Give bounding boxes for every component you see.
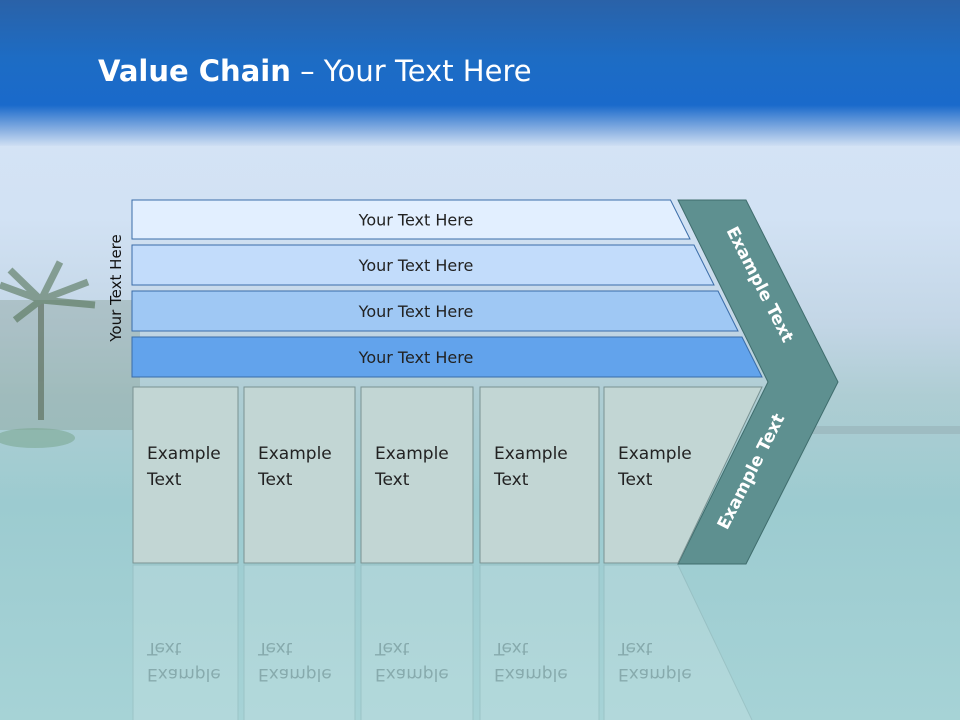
primary-block-label-line2: Text <box>257 470 293 490</box>
reflection: ExampleTextExampleTextExampleTextExample… <box>132 438 812 720</box>
block-reflection-shape <box>479 564 600 720</box>
support-row <box>131 244 715 286</box>
block-reflection-text: Text <box>617 638 653 658</box>
block-reflection: Example Text <box>132 564 239 720</box>
primary-block-label-line1: Example <box>494 444 568 464</box>
header-banner <box>0 0 960 146</box>
block-reflection-shape <box>603 564 753 720</box>
primary-block-label-line2: Text <box>146 470 182 490</box>
support-row <box>131 290 739 332</box>
block-reflection-text: Example <box>618 664 692 684</box>
block-reflection: Example Text <box>360 564 474 720</box>
block-reflection-shape <box>243 564 356 720</box>
primary-block <box>243 386 356 564</box>
support-row <box>131 336 763 378</box>
primary-block-label-line2: Text <box>493 470 529 490</box>
block-reflection-text: Text <box>257 638 293 658</box>
palm-tree <box>0 260 96 420</box>
slide-title: Value Chain – Your Text Here <box>98 54 532 88</box>
chevron-arrow <box>677 199 839 565</box>
primary-block <box>360 386 474 564</box>
support-row <box>131 199 691 240</box>
title-rest: – Your Text Here <box>290 54 532 88</box>
block-reflection-text: Text <box>493 638 529 658</box>
block-reflection: Example Text <box>603 564 753 720</box>
primary-block <box>132 386 239 564</box>
block-reflection: Example Text <box>479 564 600 720</box>
primary-block <box>479 386 600 564</box>
primary-block-label-line1: Example <box>147 444 221 464</box>
side-label: Your Text Here <box>107 234 125 342</box>
block-reflection-text: Example <box>494 664 568 684</box>
boat <box>0 428 75 448</box>
primary-block-label-line1: Example <box>258 444 332 464</box>
primary-block-label-line2: Text <box>617 470 653 490</box>
support-row-label: Your Text Here <box>358 256 474 275</box>
block-reflection-text: Example <box>375 664 449 684</box>
primary-block-label-line2: Text <box>374 470 410 490</box>
block-reflection-text: Text <box>374 638 410 658</box>
support-row-label: Your Text Here <box>358 348 474 367</box>
block-reflection-text: Text <box>146 638 182 658</box>
primary-block <box>603 386 763 564</box>
title-bold: Value Chain <box>98 54 291 88</box>
block-reflection-text: Example <box>258 664 332 684</box>
primary-block-label-line1: Example <box>618 444 692 464</box>
block-reflection-text: Example <box>147 664 221 684</box>
support-row-label: Your Text Here <box>358 302 474 321</box>
block-reflection-shape <box>132 564 239 720</box>
block-reflection-shape <box>360 564 474 720</box>
block-reflection: Example Text <box>243 564 356 720</box>
distant-shore <box>800 426 960 434</box>
support-row-label: Your Text Here <box>358 211 474 230</box>
primary-block-label-line1: Example <box>375 444 449 464</box>
shore-buildings <box>0 300 140 430</box>
